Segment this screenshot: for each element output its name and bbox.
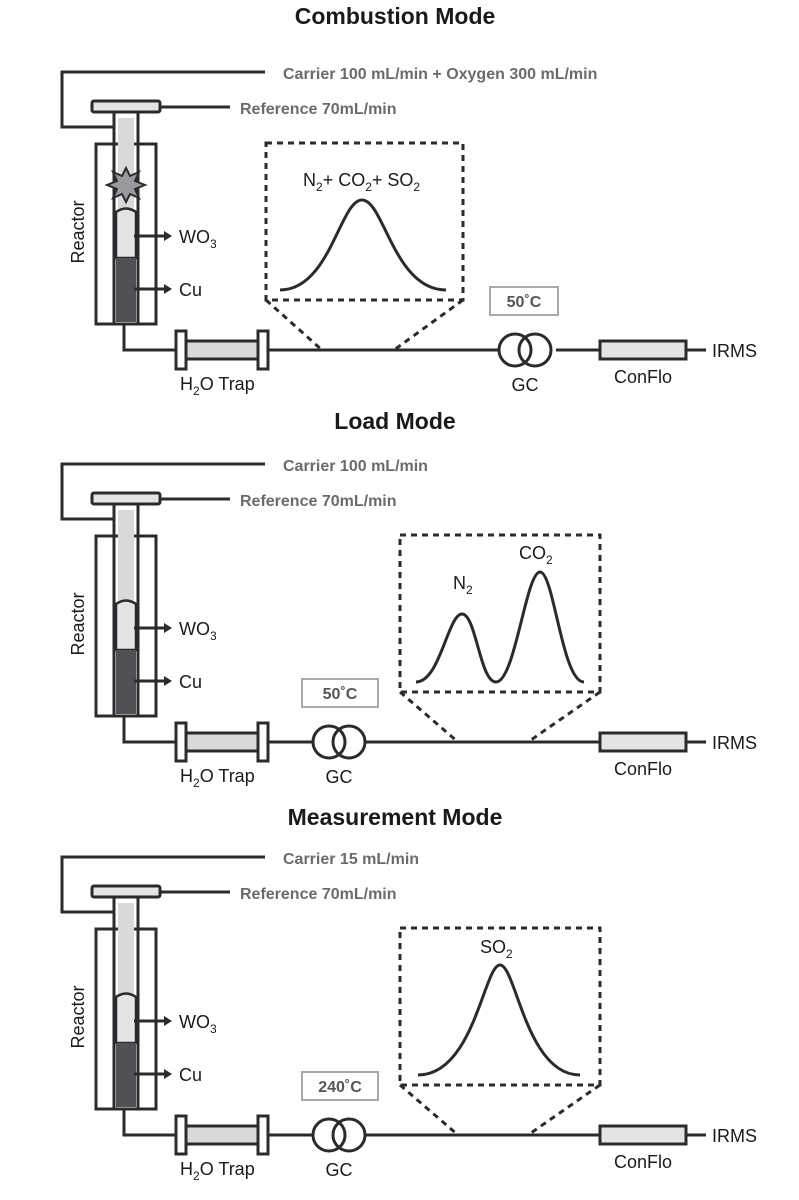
irms-label: IRMS [712,733,757,753]
reactor-label: Reactor [68,985,88,1048]
gc-label: GC [512,375,539,395]
reactor [60,70,267,352]
panel-load: Load Mode Carrier 100 mL/min Reference 7… [60,408,757,790]
conflo-label: ConFlo [614,367,672,387]
wo3-label: WO3 [179,227,217,251]
peak-label-n2: N2 [453,573,473,597]
carrier-flow-label: Carrier 100 mL/min [283,458,428,475]
conflo-label: ConFlo [614,759,672,779]
wo3-label: WO3 [179,1012,217,1036]
conflo-box [598,1124,688,1146]
panel-combustion: Combustion Mode Carrier 100 mL/min + Oxy… [60,3,757,398]
reference-flow-label: Reference 70mL/min [240,101,397,118]
temperature-label: 50˚C [323,686,358,703]
peak-label-co2: CO2 [519,543,553,567]
peak-label: N2+ CO2+ SO2 [303,170,420,194]
reactor [60,462,267,744]
gc-icon [311,1117,367,1153]
wo3-label: WO3 [179,619,217,643]
gc-icon [311,724,367,760]
temperature-badge [301,1071,379,1101]
temperature-label: 50˚C [507,294,542,311]
cu-label: Cu [179,672,202,692]
reactor-label: Reactor [68,200,88,263]
panel-title: Measurement Mode [288,804,503,830]
gc-icon [497,332,553,368]
gc-label: GC [326,767,353,787]
panel-measurement: Measurement Mode Carrier 15 mL/min Refer… [60,804,757,1183]
peak-window [398,926,602,1087]
reactor [60,855,267,1137]
trap-label: H2O Trap [180,1159,255,1183]
irms-label: IRMS [712,1126,757,1146]
gc-label: GC [326,1160,353,1180]
panel-title: Load Mode [334,408,455,434]
peak-trace [417,963,581,1077]
cu-label: Cu [179,280,202,300]
carrier-flow-label: Carrier 15 mL/min [283,851,419,868]
temperature-label: 240˚C [318,1079,362,1096]
peak-trace [415,570,585,684]
reference-flow-label: Reference 70mL/min [240,493,397,510]
trap-label: H2O Trap [180,766,255,790]
temperature-badge [489,286,559,316]
carrier-flow-label: Carrier 100 mL/min + Oxygen 300 mL/min [283,66,597,83]
conflo-box [598,731,688,753]
temperature-badge [301,678,379,708]
cu-label: Cu [179,1065,202,1085]
water-trap [174,329,270,371]
peak-label-so2: SO2 [480,937,513,961]
peak-window [264,141,465,302]
water-trap [174,1114,270,1156]
water-trap [174,721,270,763]
peak-combined [279,198,447,292]
reactor-label: Reactor [68,592,88,655]
reference-flow-label: Reference 70mL/min [240,886,397,903]
trap-label: H2O Trap [180,374,255,398]
conflo-label: ConFlo [614,1152,672,1172]
conflo-box [598,339,688,361]
panel-title: Combustion Mode [295,3,496,29]
flash-icon [104,165,148,205]
irms-label: IRMS [712,341,757,361]
